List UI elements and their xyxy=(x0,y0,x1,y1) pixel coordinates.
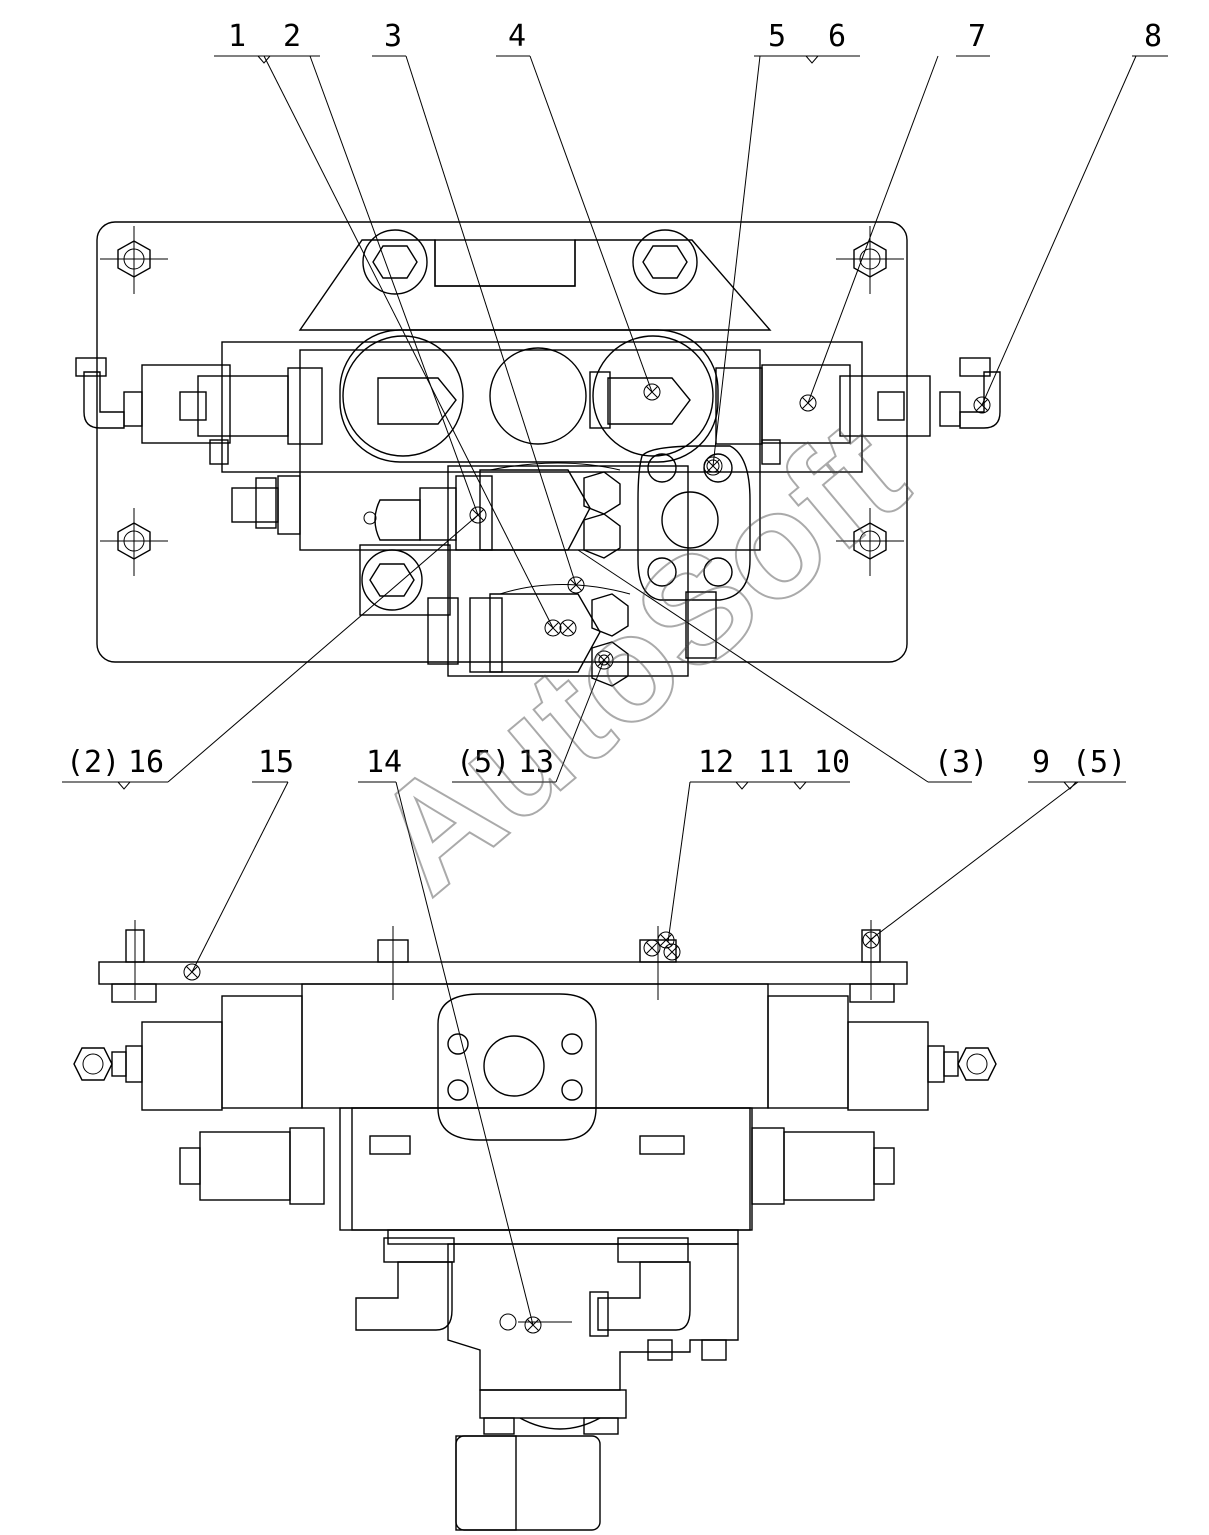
callout-paren-3: (3) xyxy=(934,745,988,780)
middle-callouts: (2) 16 15 14 (5) 13 12 11 10 (3) 9 (5) xyxy=(66,745,1126,780)
callout-4: 4 xyxy=(508,19,526,54)
bottom-view xyxy=(73,920,997,1531)
callout-7: 7 xyxy=(968,19,986,54)
top-callouts: 1 2 3 4 5 6 7 8 xyxy=(228,19,1162,54)
top-view xyxy=(75,221,1001,687)
callout-paren-5b: (5) xyxy=(1072,745,1126,780)
callout-9: 9 xyxy=(1032,745,1050,780)
callout-3: 3 xyxy=(384,19,402,54)
leader-lines xyxy=(167,55,1137,1326)
callout-2: 2 xyxy=(283,19,301,54)
callout-5: 5 xyxy=(768,19,786,54)
callout-8: 8 xyxy=(1144,19,1162,54)
corner-bolts xyxy=(100,226,904,576)
callout-12: 12 xyxy=(698,745,734,780)
callout-paren-2: (2) xyxy=(66,745,120,780)
callout-16: 16 xyxy=(128,745,164,780)
reference-markers xyxy=(183,383,991,1334)
callout-13: 13 xyxy=(518,745,554,780)
callout-6: 6 xyxy=(828,19,846,54)
callout-11: 11 xyxy=(758,745,794,780)
top-callout-underlines xyxy=(214,55,1168,64)
callout-15: 15 xyxy=(258,745,294,780)
callout-10: 10 xyxy=(814,745,850,780)
callout-1: 1 xyxy=(228,19,246,54)
middle-callout-underlines xyxy=(62,781,1126,790)
callout-paren-5a: (5) xyxy=(456,745,510,780)
callout-14: 14 xyxy=(366,745,402,780)
